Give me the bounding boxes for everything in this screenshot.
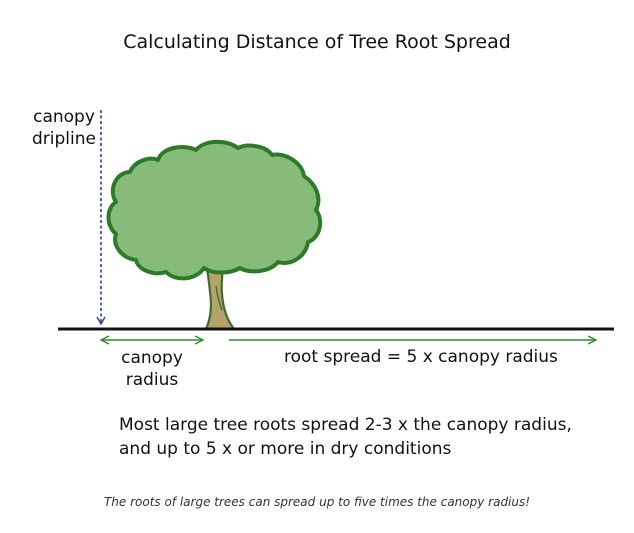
trunk-detail: [215, 285, 223, 311]
root-spread-note: Most large tree roots spread 2-3 x the c…: [119, 413, 572, 461]
radius-label-line2: radius: [125, 370, 179, 390]
tree-trunk: [204, 266, 236, 331]
note-line2: and up to 5 x or more in dry conditions: [119, 439, 452, 459]
note-line1: Most large tree roots spread 2-3 x the c…: [119, 415, 572, 435]
diagram-title: Calculating Distance of Tree Root Spread: [123, 31, 511, 53]
root-spread-label: root spread = 5 x canopy radius: [284, 347, 558, 367]
figure-caption: The roots of large trees can spread up t…: [103, 495, 531, 509]
radius-label-line1: canopy: [121, 348, 183, 368]
canopy-radius-label: canopy radius: [110, 347, 194, 391]
tree-canopy: [106, 139, 323, 281]
canopy-dripline-label: canopy dripline: [24, 106, 104, 150]
dripline-label-line1: canopy: [33, 107, 95, 127]
dripline-label-line2: dripline: [32, 129, 96, 149]
